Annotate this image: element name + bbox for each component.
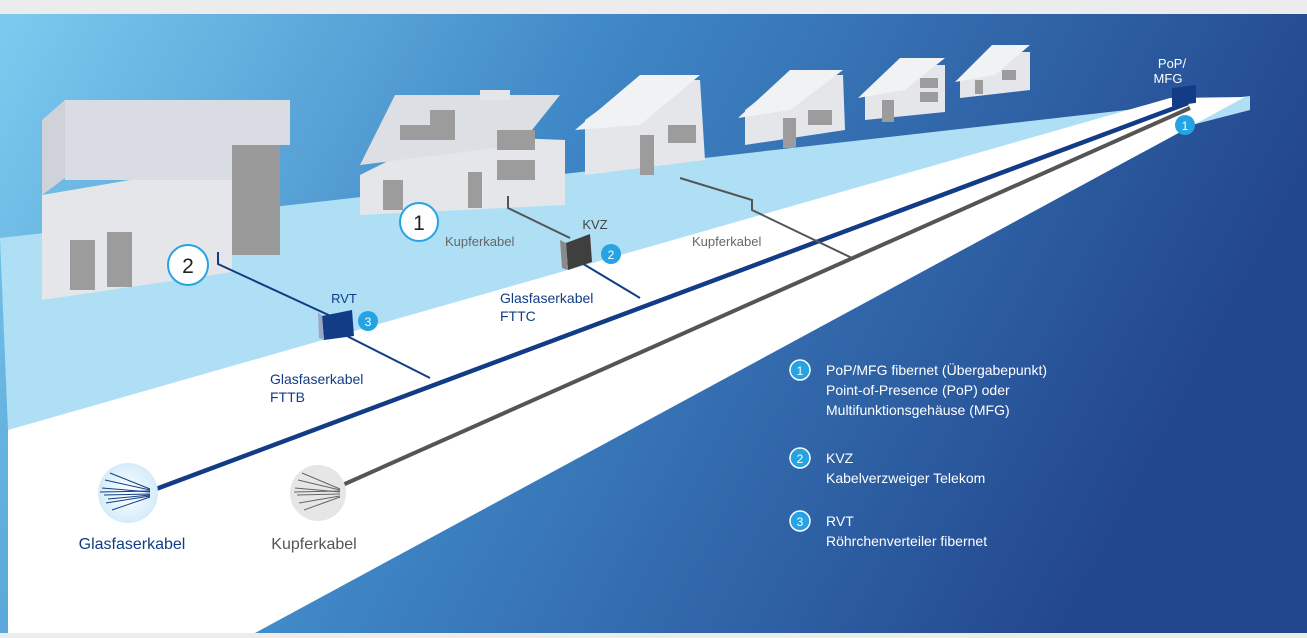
house-3	[575, 75, 705, 175]
copper-branch-house-3	[679, 177, 853, 259]
legend-item-2: 2 KVZ Kabelverzweiger Telekom	[789, 447, 985, 486]
copper-main-cable	[319, 106, 1191, 497]
fiber-branch-fttc	[579, 261, 641, 299]
kvz-label: KVZ	[582, 217, 607, 232]
house-6	[955, 45, 1030, 98]
copper-branch-house-1	[507, 196, 571, 239]
marker-kvz: 2	[601, 244, 621, 264]
legend-2-line-1: KVZ	[826, 450, 854, 466]
legend-1-line-3: Multifunktionsgehäuse (MFG)	[826, 402, 1010, 418]
legend-2-line-2: Kabelverzweiger Telekom	[826, 470, 985, 486]
rvt-box	[318, 310, 354, 340]
fiber-main-cable	[139, 100, 1189, 498]
legend-1-line-2: Point-of-Presence (PoP) oder	[826, 382, 1010, 398]
pop-label-line-1: PoP/	[1158, 56, 1187, 71]
marker-rvt: 3	[358, 311, 378, 331]
house-large	[360, 90, 565, 215]
building-badge-1: 1	[399, 202, 439, 242]
legend-number-2: 2	[797, 452, 804, 466]
marker-kvz-number: 2	[608, 248, 615, 262]
fttb-label-line-1: Glasfaserkabel	[270, 371, 363, 387]
house-5	[858, 58, 945, 122]
building-badge-2-label: 2	[182, 255, 194, 278]
fttb-label-line-2: FTTB	[270, 389, 305, 405]
legend-item-1: 1 PoP/MFG fibernet (Übergabepunkt) Point…	[789, 359, 1047, 418]
legend-number-1: 1	[797, 364, 804, 378]
building-badge-2: 2	[167, 244, 209, 286]
fiber-cable-cross-section	[98, 463, 158, 523]
fttc-label-line-1: Glasfaserkabel	[500, 290, 593, 306]
legend-3-line-2: Röhrchenverteiler fibernet	[826, 533, 987, 549]
copper-cable-sample-label: Kupferkabel	[271, 536, 356, 553]
legend-number-3: 3	[797, 515, 804, 529]
pop-label-line-2: MFG	[1154, 71, 1183, 86]
fiber-cable-sample-label: Glasfaserkabel	[79, 536, 186, 553]
marker-pop-number: 1	[1182, 119, 1189, 133]
kvz-box	[560, 234, 592, 270]
fttc-label-line-2: FTTC	[500, 308, 536, 324]
building-badge-1-label: 1	[413, 212, 425, 235]
legend-3-line-1: RVT	[826, 513, 854, 529]
marker-pop: 1	[1175, 115, 1195, 135]
fiber-branch-fttb	[334, 329, 431, 379]
copper-cable-label-2: Kupferkabel	[692, 234, 761, 249]
pop-mfg-box	[1172, 84, 1196, 107]
legend: 1 PoP/MFG fibernet (Übergabepunkt) Point…	[789, 359, 1047, 549]
legend-item-3: 3 RVT Röhrchenverteiler fibernet	[789, 510, 987, 549]
house-4	[738, 70, 845, 148]
copper-cable-label-1: Kupferkabel	[445, 234, 514, 249]
marker-rvt-number: 3	[365, 315, 372, 329]
copper-cable-cross-section	[290, 465, 346, 521]
legend-1-line-1: PoP/MFG fibernet (Übergabepunkt)	[826, 361, 1047, 378]
fiber-branch-building-2	[217, 252, 336, 319]
rvt-label: RVT	[331, 291, 357, 306]
